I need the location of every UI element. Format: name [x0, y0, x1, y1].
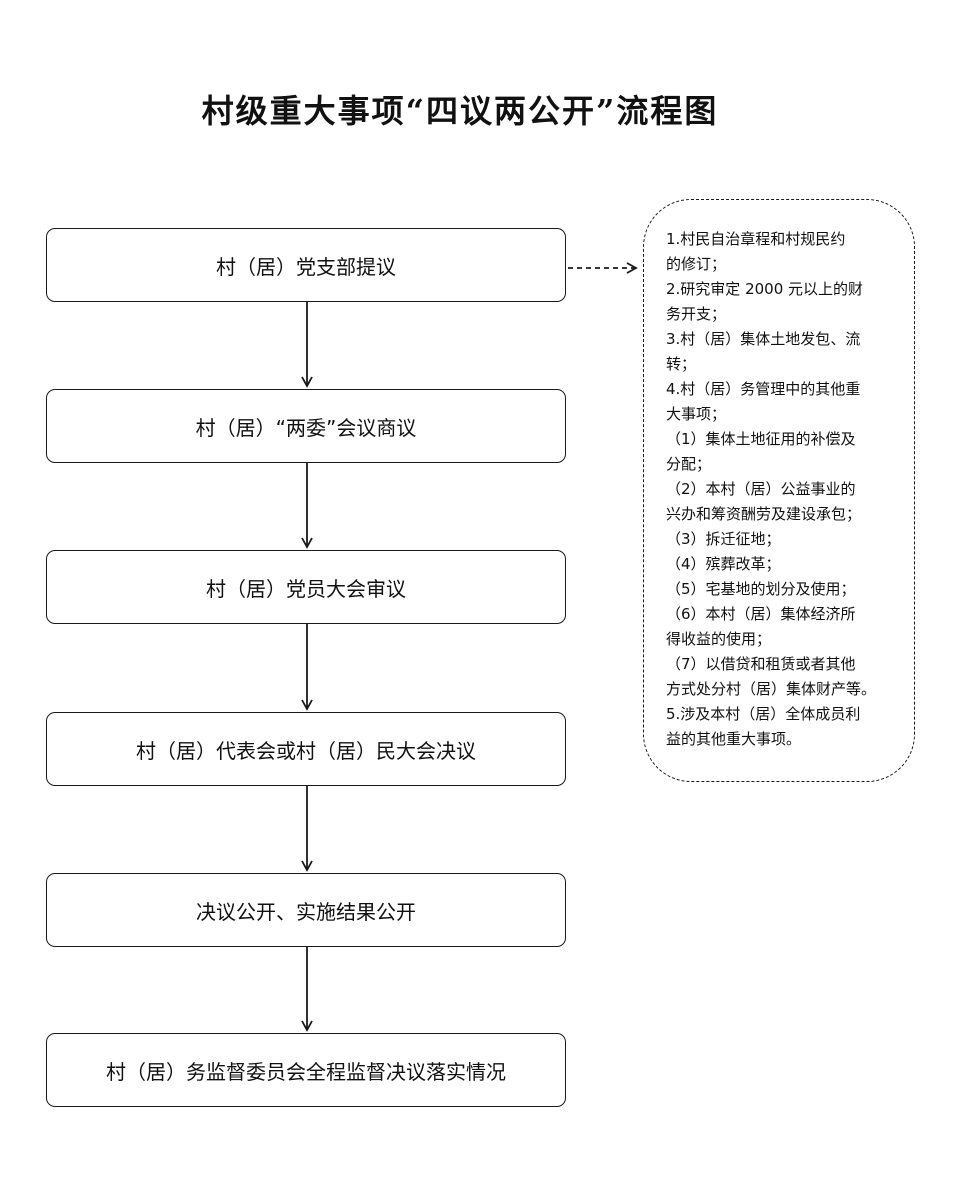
- note-line: 务开支；: [666, 305, 727, 323]
- note-line: （7）以借贷和租赁或者其他: [666, 655, 856, 673]
- note-line: 5.涉及本村（居）全体成员利: [666, 705, 861, 723]
- diagram-title: 村级重大事项“四议两公开”流程图: [201, 92, 719, 130]
- step-representatives-resolution: 村（居）代表会或村（居）民大会决议: [46, 712, 566, 786]
- note-line: 转；: [666, 355, 697, 373]
- note-line: 分配；: [666, 455, 712, 473]
- step-supervision: 村（居）务监督委员会全程监督决议落实情况: [46, 1033, 566, 1107]
- note-line: 4.村（居）务管理中的其他重: [666, 380, 861, 398]
- note-line: 得收益的使用；: [666, 630, 772, 648]
- note-line: 2.研究审定 2000 元以上的财: [666, 280, 864, 298]
- step-party-members-review: 村（居）党员大会审议: [46, 550, 566, 624]
- note-line: 的修订；: [666, 255, 727, 273]
- step-resolution-publication: 决议公开、实施结果公开: [46, 873, 566, 947]
- note-line: 益的其他重大事项。: [666, 730, 802, 748]
- note-line: （5）宅基地的划分及使用；: [666, 580, 856, 598]
- note-line: （1）集体土地征用的补偿及: [666, 430, 856, 448]
- note-line: （3）拆迁征地；: [666, 530, 781, 548]
- note-line: 方式处分村（居）集体财产等。: [666, 680, 877, 698]
- note-line: 1.村民自治章程和村规民约: [666, 230, 846, 248]
- step-two-committees-discussion: 村（居）“两委”会议商议: [46, 389, 566, 463]
- note-line: 大事项；: [666, 405, 727, 423]
- step-party-branch-proposal: 村（居）党支部提议: [46, 228, 566, 302]
- note-line: 3.村（居）集体土地发包、流: [666, 330, 861, 348]
- note-line: （4）殡葬改革；: [666, 555, 781, 573]
- note-line: （2）本村（居）公益事业的: [666, 480, 856, 498]
- note-line: （6）本村（居）集体经济所: [666, 605, 856, 623]
- matters-note-box: 1.村民自治章程和村规民约 的修订； 2.研究审定 2000 元以上的财 务开支…: [643, 199, 915, 782]
- note-line: 兴办和筹资酬劳及建设承包；: [666, 505, 862, 523]
